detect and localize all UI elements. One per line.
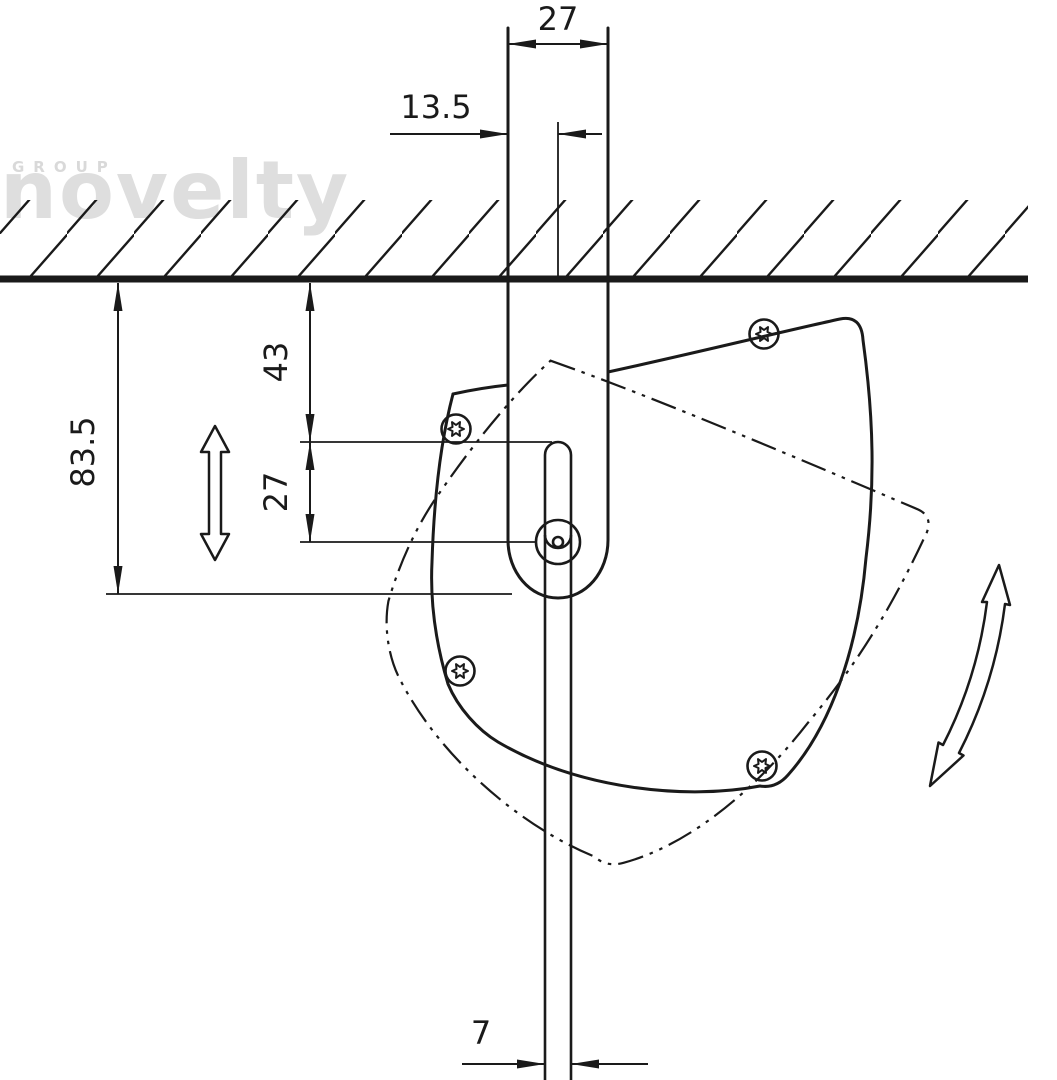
dimension-slot-travel-label: 27 [257, 472, 295, 513]
dimension-offset: 13.5 [390, 88, 602, 276]
dimension-rod-width-label: 7 [471, 1014, 491, 1052]
slot-top-cap [543, 440, 573, 456]
dimension-offset-label: 13.5 [400, 88, 471, 126]
rotate-arrow-icon [928, 563, 1012, 788]
dimension-pole-width: 27 [508, 0, 608, 49]
dimension-total-depth: 83.5 [64, 283, 512, 595]
bracket-plate-rotated-outline [385, 359, 930, 866]
dimension-rod-width: 7 [462, 1014, 648, 1069]
dimension-pole-width-label: 27 [538, 0, 579, 38]
torx-screw-bottom-left [444, 655, 476, 687]
dimension-slot-top: 43 [257, 283, 552, 443]
mounting-pole [506, 26, 610, 600]
watermark-group-text: GROUP [12, 158, 117, 176]
slide-arrow-icon [199, 424, 231, 562]
pivot [534, 518, 582, 566]
dimension-slot-top-label: 43 [257, 342, 295, 383]
bracket-plate [430, 316, 874, 794]
dimension-total-depth-label: 83.5 [64, 416, 102, 487]
dimension-slot-travel: 27 [257, 442, 536, 543]
ceiling-hatch [0, 200, 1028, 276]
